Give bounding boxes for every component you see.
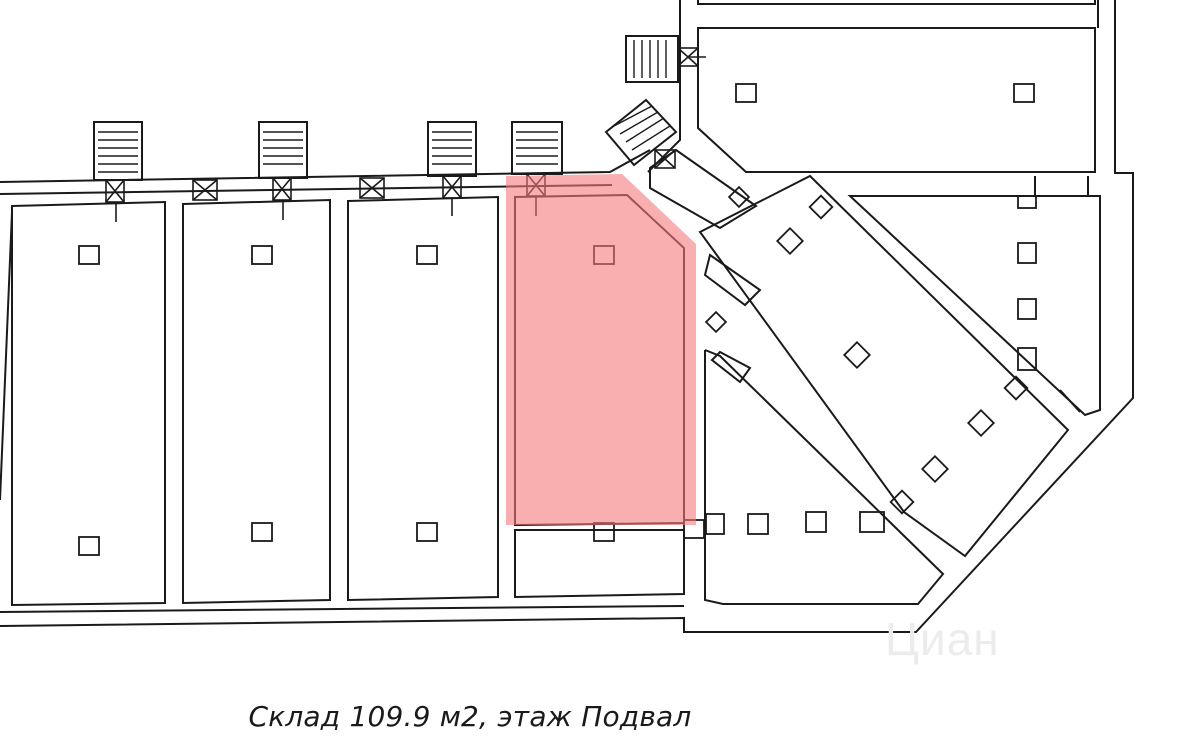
floor-plan-caption: Склад 109.9 м2, этаж Подвал (248, 700, 692, 733)
top-right-room (697, 0, 1096, 173)
highlighted-storage-area (506, 174, 696, 525)
staircase (93, 35, 679, 181)
outer-wall (0, 0, 1134, 633)
cian-logo-icon: Циан (885, 613, 1000, 665)
stair-treads (98, 40, 671, 173)
right-room (847, 176, 1101, 417)
storage-room-2 (182, 198, 331, 605)
storage-room-3 (347, 195, 499, 602)
lower-diagonal-room (704, 349, 945, 605)
storage-room-1 (11, 200, 166, 607)
